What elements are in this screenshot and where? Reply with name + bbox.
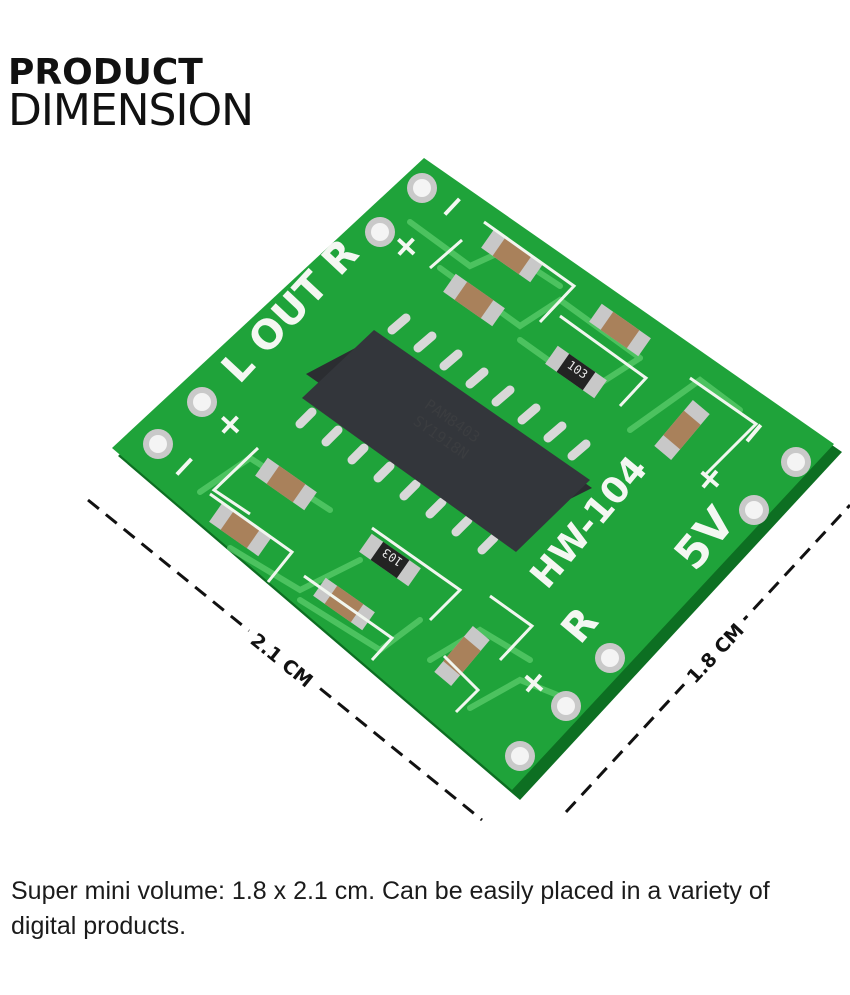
product-illustration: 2.1 CM 1.8 CM [87, 158, 850, 822]
silkscreen-outlines [209, 220, 759, 714]
heading-line-product: PRODUCT [8, 52, 203, 93]
page-heading: PRODUCT DIMENSION [8, 52, 254, 136]
width-dimension-label: 2.1 CM [246, 629, 317, 692]
heading-line-dimension: DIMENSION [8, 85, 254, 136]
smd-components [209, 229, 710, 687]
solder-pads [143, 173, 811, 771]
ic-pins [295, 313, 591, 555]
product-caption: Super mini volume: 1.8 x 2.1 cm. Can be … [11, 877, 770, 940]
ic-chip-top [302, 330, 590, 552]
height-dimension-label: 1.8 CM [683, 619, 749, 687]
